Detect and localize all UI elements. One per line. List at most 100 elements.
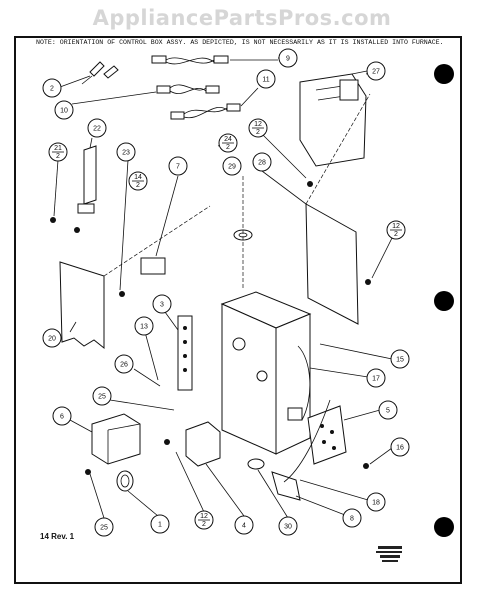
callout-5: 5 xyxy=(378,400,398,420)
svg-text:12: 12 xyxy=(392,223,400,230)
callout-14-2: 142 xyxy=(128,171,148,191)
callout-13: 13 xyxy=(134,316,154,336)
screws-left xyxy=(50,217,80,233)
callout-1: 1 xyxy=(150,514,170,534)
binder-hole-bottom xyxy=(434,517,454,537)
part-23-relay xyxy=(77,203,95,214)
svg-text:2: 2 xyxy=(256,129,260,136)
part-20-panel xyxy=(59,205,211,350)
svg-text:4: 4 xyxy=(242,523,246,530)
callout-27: 27 xyxy=(366,61,386,81)
svg-text:15: 15 xyxy=(396,357,404,364)
leader-lines xyxy=(53,57,397,519)
part-5-terminal-board xyxy=(307,405,369,469)
svg-text:8: 8 xyxy=(350,516,354,523)
callout-12-2-bottom: 122 xyxy=(194,510,214,530)
revision-label: 14 Rev. 1 xyxy=(40,532,75,541)
svg-text:14: 14 xyxy=(134,174,142,181)
svg-text:1: 1 xyxy=(158,522,162,529)
svg-text:28: 28 xyxy=(258,160,266,167)
svg-text:27: 27 xyxy=(372,69,380,76)
callout-7: 7 xyxy=(168,156,188,176)
part-11-harness xyxy=(170,87,259,120)
callout-24-2: 242 xyxy=(218,133,238,153)
svg-text:23: 23 xyxy=(122,150,130,157)
svg-text:25: 25 xyxy=(98,394,106,401)
svg-text:2: 2 xyxy=(50,86,54,93)
svg-text:2: 2 xyxy=(136,182,140,189)
svg-text:7: 7 xyxy=(176,164,180,171)
callout-25-lower: 25 xyxy=(94,517,114,537)
part-28-cover-plate xyxy=(305,93,371,325)
part-8-sensor xyxy=(271,399,331,501)
stamp-mark xyxy=(376,546,402,562)
binder-hole-middle xyxy=(434,291,454,311)
svg-text:13: 13 xyxy=(140,324,148,331)
callout-25-upper: 25 xyxy=(92,386,112,406)
callout-6: 6 xyxy=(52,406,72,426)
callout-30: 30 xyxy=(278,516,298,536)
svg-text:12: 12 xyxy=(200,513,208,520)
svg-text:2: 2 xyxy=(56,153,60,160)
part-1-bushing xyxy=(116,470,134,492)
binder-hole-top xyxy=(434,64,454,84)
svg-text:2: 2 xyxy=(394,231,398,238)
part-30-plug xyxy=(247,458,265,470)
svg-text:22: 22 xyxy=(93,126,101,133)
svg-text:12: 12 xyxy=(254,121,262,128)
svg-text:9: 9 xyxy=(286,56,290,63)
callout-18: 18 xyxy=(366,492,386,512)
callout-23: 23 xyxy=(116,142,136,162)
callout-12-2-right: 122 xyxy=(386,220,406,240)
svg-text:24: 24 xyxy=(224,136,232,143)
callout-20: 20 xyxy=(42,328,62,348)
svg-text:6: 6 xyxy=(60,414,64,421)
callout-2: 2 xyxy=(42,78,62,98)
callout-21-2: 212 xyxy=(48,142,68,162)
callout-17: 17 xyxy=(366,368,386,388)
callout-22: 22 xyxy=(87,118,107,138)
part-22-bracket xyxy=(83,137,97,205)
svg-text:10: 10 xyxy=(60,108,68,115)
callout-26: 26 xyxy=(114,354,134,374)
watermark: AppliancePartsPros.com xyxy=(92,6,392,30)
callout-4: 4 xyxy=(234,515,254,535)
part-3-terminal-strip xyxy=(177,315,193,391)
svg-text:21: 21 xyxy=(54,145,62,152)
svg-text:2: 2 xyxy=(226,144,230,151)
callout-10: 10 xyxy=(54,100,74,120)
part-4-switch xyxy=(164,421,221,467)
svg-text:26: 26 xyxy=(120,362,128,369)
callout-29: 29 xyxy=(222,156,242,176)
callout-12-2-top: 122 xyxy=(248,118,268,138)
part-10-harness xyxy=(71,84,220,105)
page-frame xyxy=(14,36,462,584)
svg-text:29: 29 xyxy=(228,164,236,171)
part-9-harness xyxy=(151,55,278,65)
callout-11: 11 xyxy=(256,69,276,89)
part-27-control-board xyxy=(299,69,373,167)
svg-text:5: 5 xyxy=(386,408,390,415)
diagram-note: NOTE: ORIENTATION OF CONTROL BOX ASSY. A… xyxy=(36,39,444,46)
callout-3: 3 xyxy=(152,294,172,314)
svg-text:2: 2 xyxy=(202,521,206,528)
control-box-housing xyxy=(220,291,312,455)
part-29-grommet xyxy=(233,176,253,290)
svg-text:20: 20 xyxy=(48,336,56,343)
svg-text:16: 16 xyxy=(396,445,404,452)
svg-text:25: 25 xyxy=(100,525,108,532)
callout-8: 8 xyxy=(342,508,362,528)
part-2-terminals xyxy=(81,61,119,85)
callout-28: 28 xyxy=(252,152,272,172)
svg-text:30: 30 xyxy=(284,524,292,531)
callout-9: 9 xyxy=(278,48,298,68)
callout-15-middle: 15 xyxy=(390,349,410,369)
svg-text:18: 18 xyxy=(372,500,380,507)
callout-16: 16 xyxy=(390,437,410,457)
svg-text:11: 11 xyxy=(262,77,269,84)
svg-text:3: 3 xyxy=(160,302,164,309)
svg-text:17: 17 xyxy=(372,376,380,383)
part-7-component xyxy=(119,175,179,297)
part-6-transformer xyxy=(85,413,141,475)
